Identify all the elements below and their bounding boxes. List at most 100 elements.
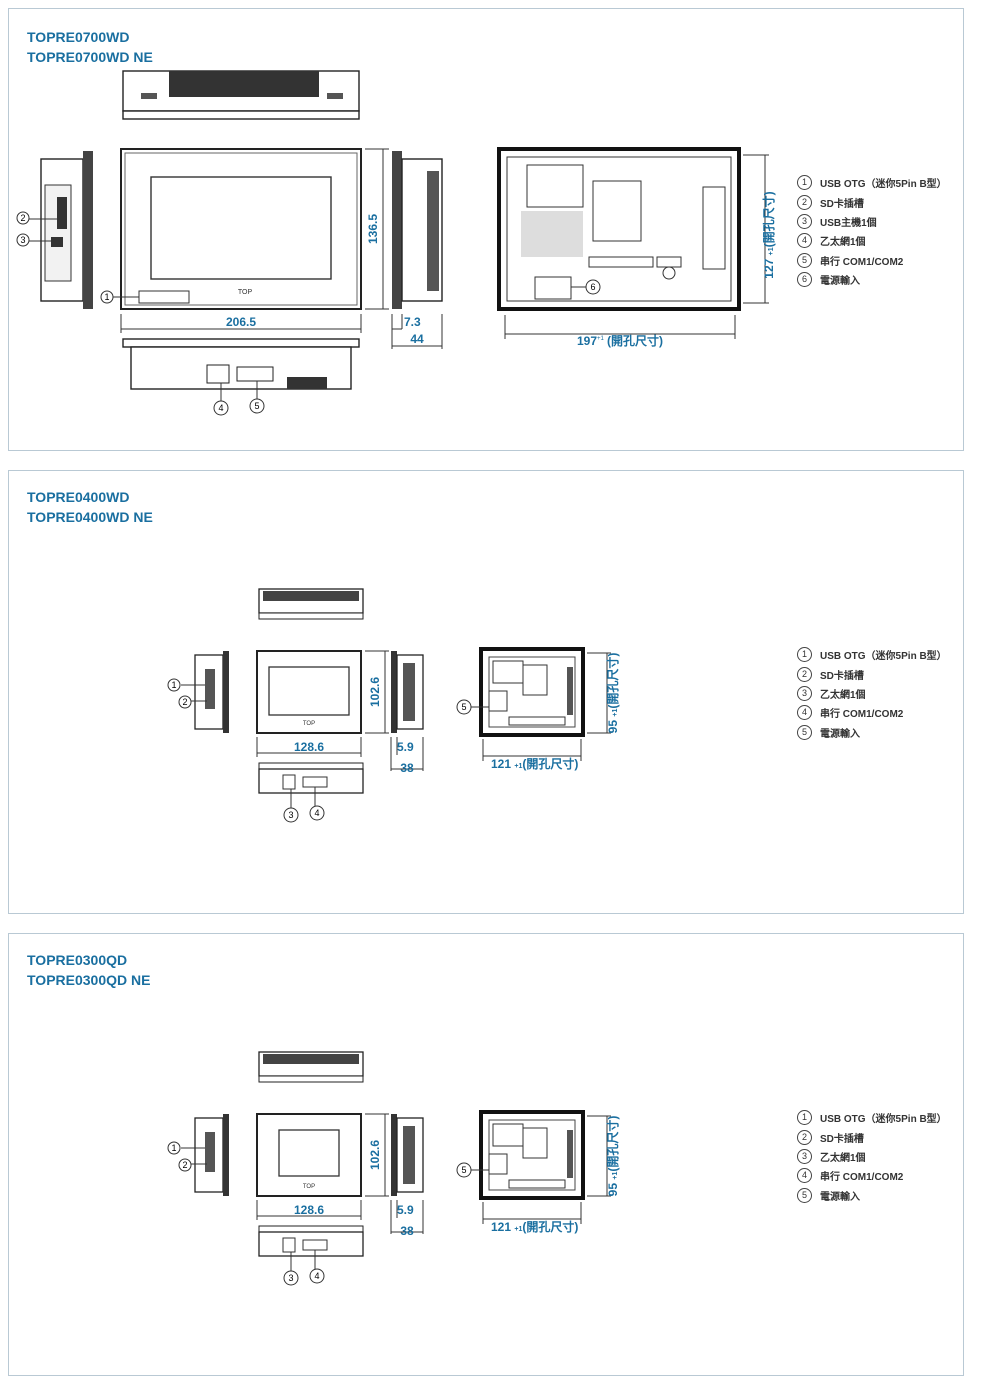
callout-4: 4 — [218, 403, 223, 413]
bottom-view: 3 4 — [258, 1225, 364, 1286]
rear-view: 5 121 +1(開孔尺寸) 95 +1(開孔尺寸) — [456, 1110, 620, 1234]
right-side-view: 5.9 38 — [390, 1114, 424, 1238]
callout-6: 6 — [590, 282, 595, 292]
model-title: TOPRE0300QD TOPRE0300QD NE — [27, 950, 150, 990]
model-name-ne: TOPRE0400WD NE — [27, 509, 153, 525]
callout-4: 4 — [314, 1271, 319, 1281]
right-side-view: 5.9 38 — [390, 651, 424, 775]
section-topre0400wd: TOPRE0400WD TOPRE0400WD NE 1 2 TOP 1 — [8, 470, 964, 914]
cut-label: (開孔尺寸) — [607, 333, 663, 348]
dim-width: 206.5 — [226, 315, 256, 329]
drawing-7inch: 2 3 TOP 1 136.5 206.5 — [16, 70, 776, 416]
dim-depth-a: 7.3 — [404, 315, 421, 329]
dim-cut-height: 95 +1(開孔尺寸) — [605, 653, 620, 734]
model-title: TOPRE0700WD TOPRE0700WD NE — [27, 27, 153, 67]
dim-cut-height-value: 95 — [606, 1183, 620, 1197]
tolerance: +1 — [514, 1226, 522, 1233]
callout-2: 2 — [182, 1160, 187, 1170]
callout-1: 1 — [171, 680, 176, 690]
dim-width: 128.6 — [294, 740, 324, 754]
callout-3: 3 — [20, 235, 25, 245]
dim-cut-height-value: 95 — [606, 720, 620, 734]
tolerance: +1 — [597, 336, 605, 342]
callout-5: 5 — [461, 702, 466, 712]
dim-cut-width-value: 121 — [491, 757, 511, 771]
cut-label: (開孔尺寸) — [761, 191, 776, 247]
rear-view: 6 197 +1 (開孔尺寸) 127 +1(開孔尺寸) — [497, 147, 776, 348]
cut-label: (開孔尺寸) — [522, 756, 578, 771]
model-name-ne: TOPRE0300QD NE — [27, 972, 151, 988]
brand-logo: TOP — [303, 1184, 315, 1190]
dim-height: 102.6 — [368, 1140, 382, 1170]
drawing-3inch: 1 2 TOP 102.6 128.6 5.9 38 — [167, 1051, 620, 1286]
top-view — [122, 70, 360, 120]
callout-5: 5 — [254, 401, 259, 411]
dim-cut-width: 121 +1(開孔尺寸) — [491, 756, 578, 771]
dim-height: 102.6 — [368, 677, 382, 707]
dim-depth-b: 38 — [400, 761, 414, 775]
callout-2: 2 — [182, 697, 187, 707]
callout-1: 1 — [104, 292, 109, 302]
callout-5: 5 — [461, 1165, 466, 1175]
tolerance: +1 — [768, 247, 775, 255]
brand-logo: TOP — [238, 289, 253, 296]
left-side-view: 2 3 — [16, 151, 93, 309]
section-topre0700wd: TOPRE0700WD TOPRE0700WD NE 2 3 — [8, 8, 964, 451]
front-view: TOP 102.6 128.6 — [256, 1113, 389, 1220]
cut-label: (開孔尺寸) — [605, 653, 620, 709]
dim-cut-height: 95 +1(開孔尺寸) — [605, 1116, 620, 1197]
dim-depth-a: 5.9 — [397, 740, 414, 754]
section-topre0300qd: TOPRE0300QD TOPRE0300QD NE 1 2 TOP 1 — [8, 933, 964, 1376]
front-view: TOP 102.6 128.6 — [256, 650, 389, 757]
dim-depth-b: 44 — [410, 332, 424, 346]
model-name: TOPRE0300QD — [27, 952, 128, 968]
dim-height: 136.5 — [366, 214, 380, 244]
top-view — [258, 588, 364, 620]
model-name-ne: TOPRE0700WD NE — [27, 49, 153, 65]
dim-cut-width: 121 +1(開孔尺寸) — [491, 1219, 578, 1234]
tolerance: +1 — [612, 709, 619, 717]
top-view — [258, 1051, 364, 1083]
rear-view: 5 121 +1(開孔尺寸) 95 +1(開孔尺寸) — [456, 647, 620, 771]
bottom-view: 3 4 — [258, 762, 364, 823]
dim-cut-width: 197 — [577, 334, 597, 348]
left-side-view: 1 2 — [167, 1114, 229, 1196]
drawing-4inch: 1 2 TOP 102.6 128.6 5.9 38 — [167, 588, 620, 823]
brand-logo: TOP — [303, 721, 315, 727]
callout-3: 3 — [288, 1273, 293, 1283]
dim-cut-width-value: 121 — [491, 1220, 511, 1234]
dim-depth-a: 5.9 — [397, 1203, 414, 1217]
model-name: TOPRE0700WD — [27, 29, 130, 45]
dim-cut-height: 127 +1(開孔尺寸) — [761, 191, 776, 278]
front-view: TOP 1 136.5 206.5 — [100, 148, 389, 333]
cut-label: (開孔尺寸) — [522, 1219, 578, 1234]
cut-label: (開孔尺寸) — [605, 1116, 620, 1172]
model-name: TOPRE0400WD — [27, 489, 130, 505]
left-side-view: 1 2 — [167, 651, 229, 733]
model-title: TOPRE0400WD TOPRE0400WD NE — [27, 487, 153, 527]
tolerance: +1 — [612, 1172, 619, 1180]
dim-width: 128.6 — [294, 1203, 324, 1217]
tolerance: +1 — [514, 763, 522, 770]
dim-depth-b: 38 — [400, 1224, 414, 1238]
right-side-view: 7.3 44 — [391, 151, 443, 349]
callout-4: 4 — [314, 808, 319, 818]
callout-1: 1 — [171, 1143, 176, 1153]
